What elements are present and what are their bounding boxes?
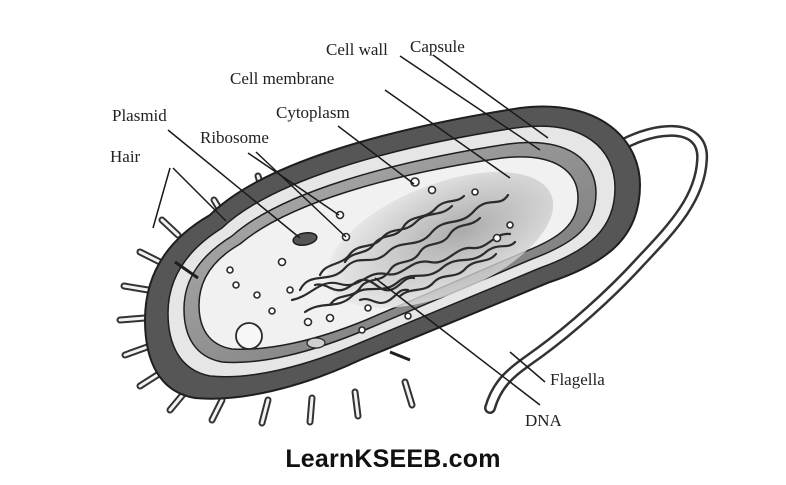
label-ribosome: Ribosome <box>200 128 269 147</box>
wall-pores <box>174 260 411 362</box>
ribosomes <box>226 177 514 334</box>
label-cytoplasm: Cytoplasm <box>276 103 350 122</box>
label-cell-membrane: Cell membrane <box>230 69 334 88</box>
label-plasmid: Plasmid <box>112 106 167 125</box>
label-flagella: Flagella <box>550 370 605 389</box>
plasmid <box>292 231 318 247</box>
label-capsule: Capsule <box>410 37 465 56</box>
label-hair: Hair <box>110 147 141 166</box>
watermark-text: LearnKSEEB.com <box>285 445 501 473</box>
label-dna: DNA <box>525 411 563 430</box>
label-cell-wall: Cell wall <box>326 40 388 59</box>
dna-nucleoid <box>290 193 517 314</box>
leader-lines <box>152 54 549 406</box>
inclusion-small <box>306 337 326 349</box>
inclusion-body <box>235 322 263 350</box>
flagellum <box>484 124 709 414</box>
